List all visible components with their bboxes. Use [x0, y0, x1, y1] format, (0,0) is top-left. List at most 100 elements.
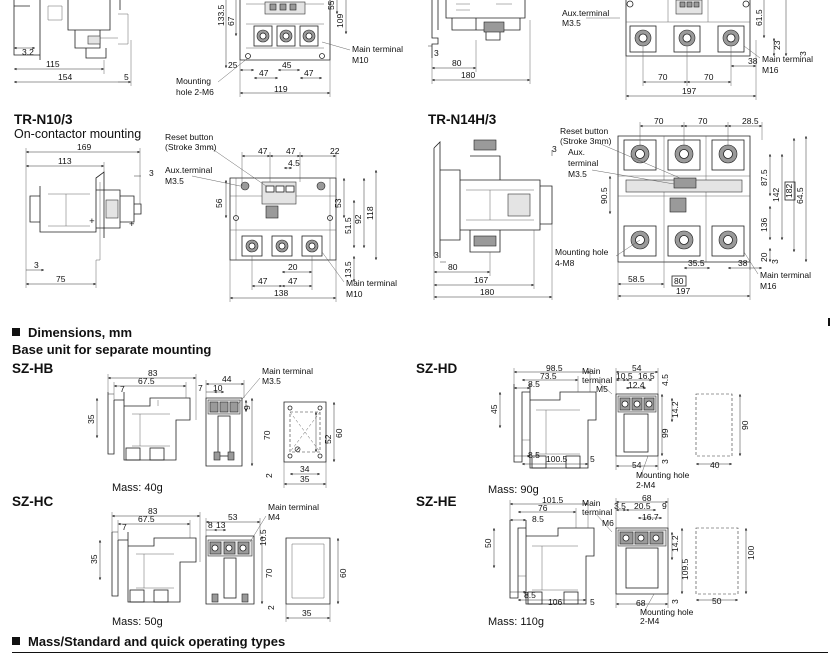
hd-dim-90: 90 [740, 420, 750, 430]
he-dim-76: 76 [538, 503, 548, 513]
n14h-dim-90-5: 90.5 [599, 187, 609, 204]
hc-dim-8: 8 [208, 520, 213, 530]
hc-note-m4: M4 [268, 512, 280, 522]
top-right-dim-180: 180 [461, 70, 475, 80]
tr-n10-drawing: + + 169 113 3 3 75 47 47 22 4.5 [25, 132, 397, 302]
n14h-note-stroke: (Stroke 3mm) [560, 136, 612, 146]
top-left-note-m10: M10 [352, 55, 369, 65]
n10-dim-47b: 47 [286, 146, 296, 156]
n10-note-stroke: (Stroke 3mm) [165, 142, 217, 152]
n10-dim-113: 113 [58, 156, 72, 166]
hd-dim-16-5: 16.5 [638, 371, 655, 381]
hd-dim-99: 99 [660, 428, 670, 438]
he-dim-14-2: 14.2 [670, 535, 680, 552]
hd-dim-8-5b: 8.5 [528, 450, 540, 460]
n10-note-aux: Aux.terminal [165, 165, 212, 175]
he-dim-20-5: 20.5 [634, 501, 651, 511]
hd-note-main: Main [582, 366, 601, 376]
n14h-dim-180: 180 [480, 287, 494, 297]
hc-note-main: Main terminal [268, 502, 319, 512]
n10-dim-13-5: 13.5 [343, 261, 353, 278]
n14h-note-aux: Aux. [568, 147, 585, 157]
hd-dim-98-5: 98.5 [546, 363, 563, 373]
hd-dim-40: 40 [710, 460, 720, 470]
n10-dim-169: 169 [77, 142, 91, 152]
sz-hc-drawing: 83 67.5 7 35 53 8 13 10.5 70 Main termin… [89, 502, 348, 622]
n14h-dim-182: 64.5 [795, 187, 805, 204]
he-dim-100: 100 [746, 546, 756, 560]
hc-dim-35b: 35 [302, 608, 312, 618]
n14h-note-m3-5: M3.5 [568, 169, 587, 179]
tr-n14h-drawing: 3 3 80 167 180 70 70 28.5 90.5 [433, 116, 811, 300]
top-right-note-m16: M16 [762, 65, 779, 75]
top-left-dim-45: 45 [282, 60, 292, 70]
top-left-dim-67: 67 [226, 16, 236, 26]
n14h-dim-167: 167 [474, 275, 488, 285]
top-right-note-m3-5: M3.5 [562, 18, 581, 28]
top-right-dim-23: 23 [772, 40, 782, 50]
hd-dim-54a: 54 [632, 363, 642, 373]
hd-note-2m4: 2-M4 [636, 480, 656, 490]
dimensions-heading: Dimensions, mm [12, 325, 132, 340]
top-right-dim-70a: 70 [658, 72, 668, 82]
n14h-dim-80: 80 [448, 262, 458, 272]
n10-dim-75: 75 [56, 274, 66, 284]
he-dim-50: 50 [483, 538, 493, 548]
n14h-note-reset: Reset button [560, 126, 608, 136]
hc-dim-53: 53 [228, 512, 238, 522]
n14h-dim-20: 20 [759, 252, 769, 262]
he-dim-3-5: 3.5 [614, 501, 626, 511]
n14h-dim-3c: 3 [770, 259, 780, 264]
he-note-terminal: terminal [582, 507, 612, 517]
n10-dim-4-5: 4.5 [288, 158, 300, 168]
hb-dim-52: 52 [323, 434, 333, 444]
bullet-square-icon [12, 328, 20, 336]
hb-dim-7: 7 [120, 384, 125, 394]
n14h-dim-38: 38 [738, 258, 748, 268]
hd-dim-14-2: 14.2 [670, 401, 680, 418]
top-left-dim-154: 154 [58, 72, 72, 82]
hb-dim-7b: 7 [198, 383, 203, 393]
hc-dim-70: 70 [264, 568, 274, 578]
tr-n10-subtitle: On-contactor mounting [14, 127, 142, 141]
hc-dim-10-5: 10.5 [258, 529, 268, 546]
n10-dim-47a: 47 [258, 146, 268, 156]
hc-dim-83: 83 [148, 506, 158, 516]
svg-text:+: + [129, 219, 135, 230]
hc-dim-2: 2 [266, 605, 276, 610]
he-dim-9: 9 [662, 501, 667, 511]
sz-hb-title: SZ-HB [12, 361, 54, 376]
hc-dim-7: 7 [122, 522, 127, 532]
he-dim-5: 5 [590, 597, 595, 607]
hd-note-mounting: Mounting hole [636, 470, 690, 480]
hd-note-m5: M5 [596, 384, 608, 394]
hb-dim-67-5: 67.5 [138, 376, 155, 386]
sz-hb-drawing: 83 67.5 7 35 44 7 10 9 70 Main terminal … [86, 366, 344, 488]
n14h-note-m16: M16 [760, 281, 777, 291]
he-dim-101-5: 101.5 [542, 495, 564, 505]
he-note-mounting: Mounting hole [640, 607, 694, 617]
hb-dim-10: 10 [213, 383, 223, 393]
mass-types-heading-text: Mass/Standard and quick operating types [28, 634, 286, 649]
hc-dim-35: 35 [89, 554, 99, 564]
n10-dim-53: 53 [333, 198, 343, 208]
bullet-square-icon [12, 637, 20, 645]
n10-dim-3b: 3 [34, 260, 39, 270]
top-right-dim-70b: 70 [704, 72, 714, 82]
top-left-dim-119: 119 [274, 84, 288, 94]
n10-dim-47c: 47 [258, 276, 268, 286]
he-dim-106: 106 [548, 597, 562, 607]
hd-dim-5: 5 [590, 454, 595, 464]
top-right-drawing: 3 80 180 Aux.terminal M3.5 70 70 38 197 … [428, 0, 813, 100]
top-left-dim-47a: 47 [259, 68, 269, 78]
top-left-dim-25: 25 [228, 60, 238, 70]
top-right-dim-197: 197 [682, 86, 696, 96]
hd-dim-73-5: 73.5 [540, 371, 557, 381]
hb-dim-44: 44 [222, 374, 232, 384]
he-dim-109-5: 109.5 [680, 558, 690, 580]
n14h-dim-28-5: 28.5 [742, 116, 759, 126]
n10-dim-92: 92 [353, 214, 363, 224]
sz-hb-mass: Mass: 40g [112, 482, 163, 494]
n14h-dim-3a: 3 [434, 250, 439, 260]
